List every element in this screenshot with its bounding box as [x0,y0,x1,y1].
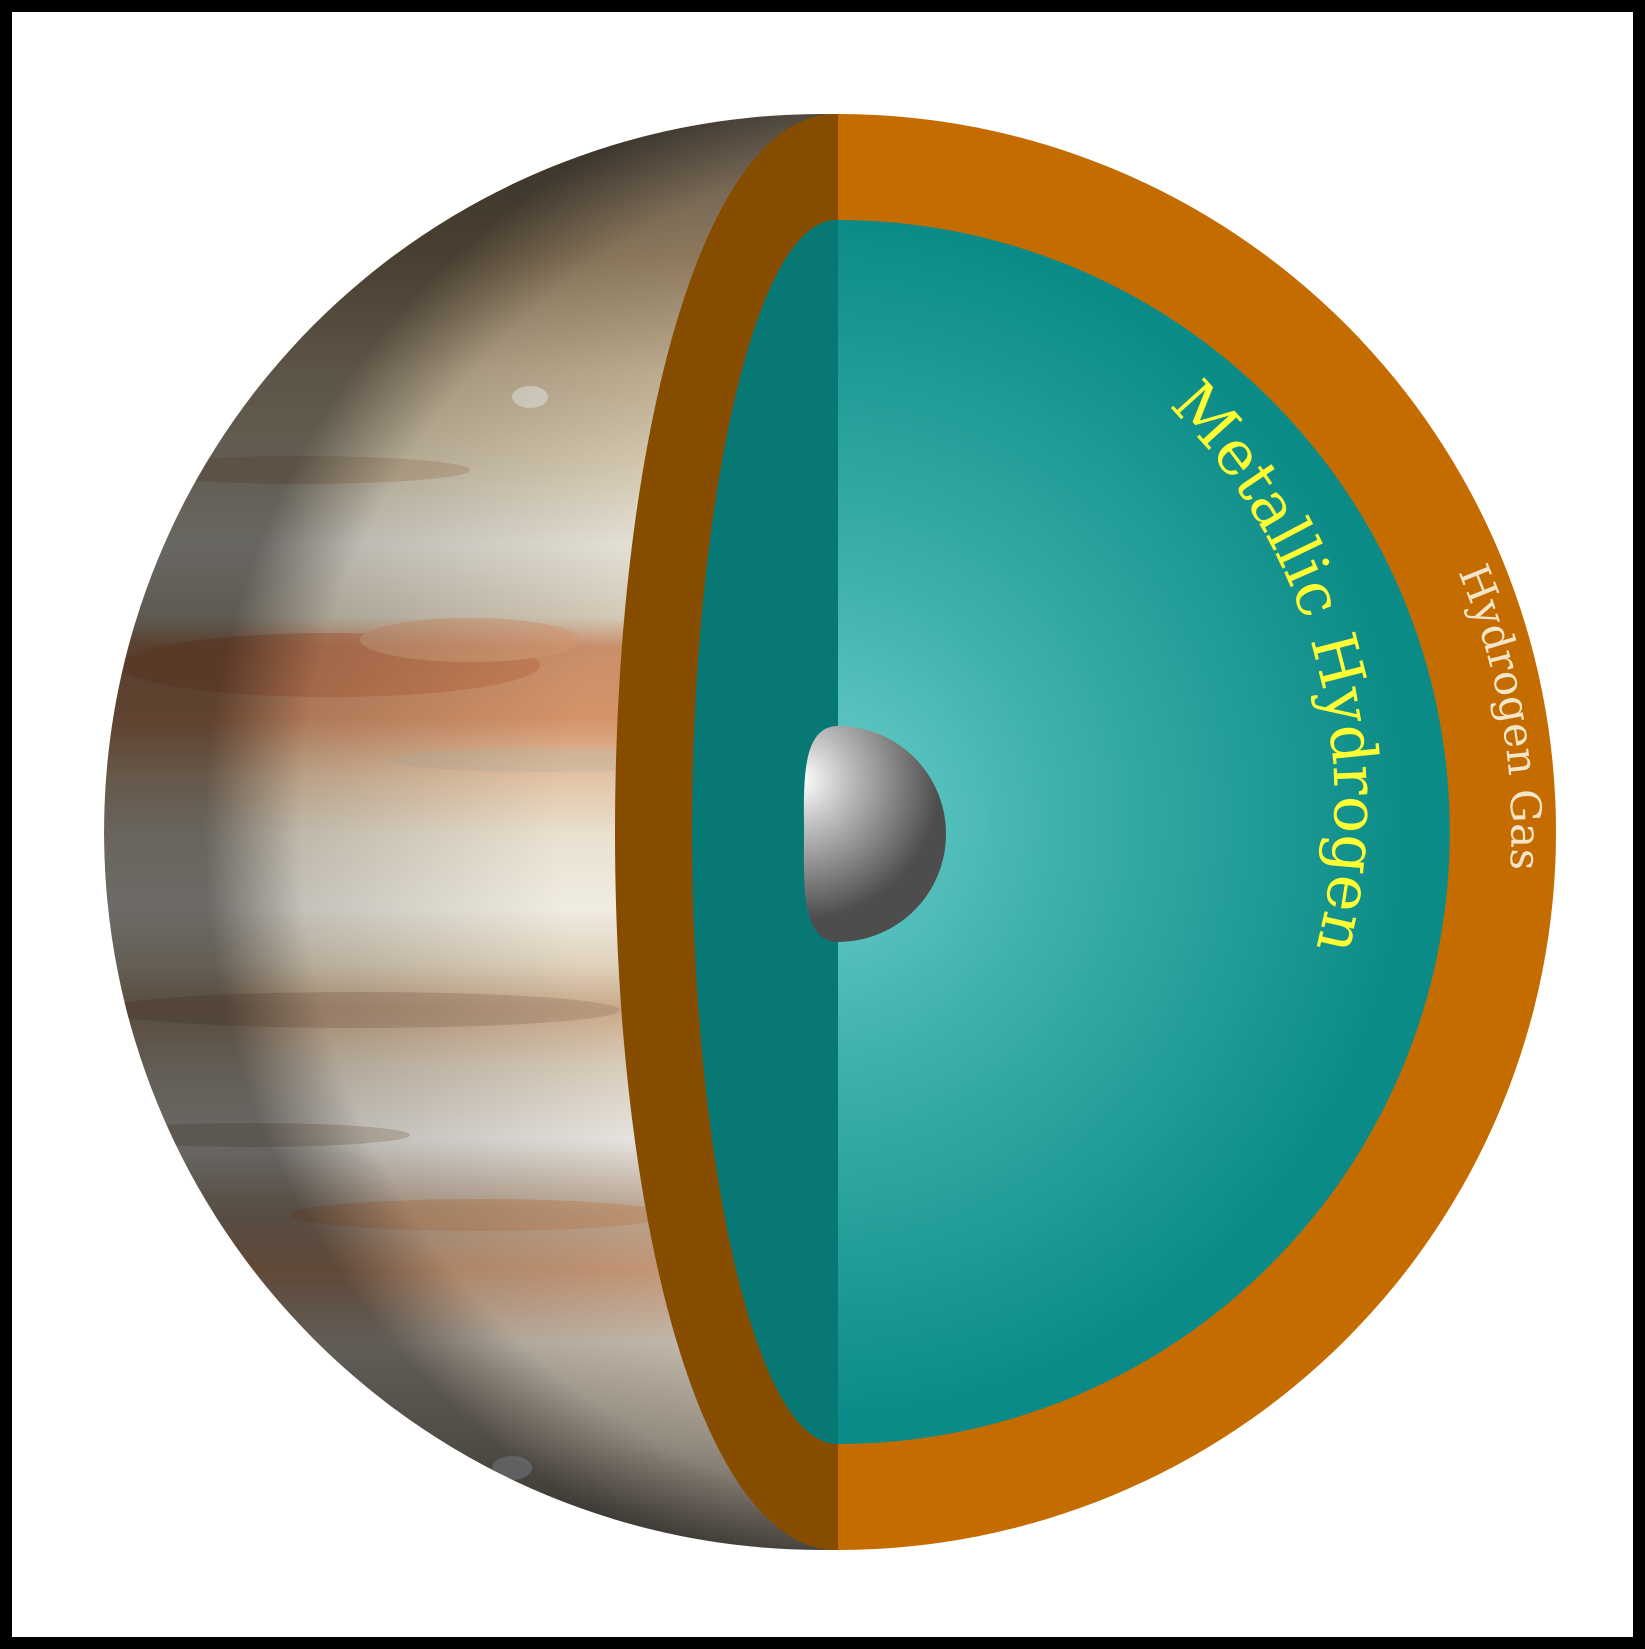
jupiter-interior-diagram: Hydrogen Gas Metallic Hydrogen [0,0,1645,1649]
